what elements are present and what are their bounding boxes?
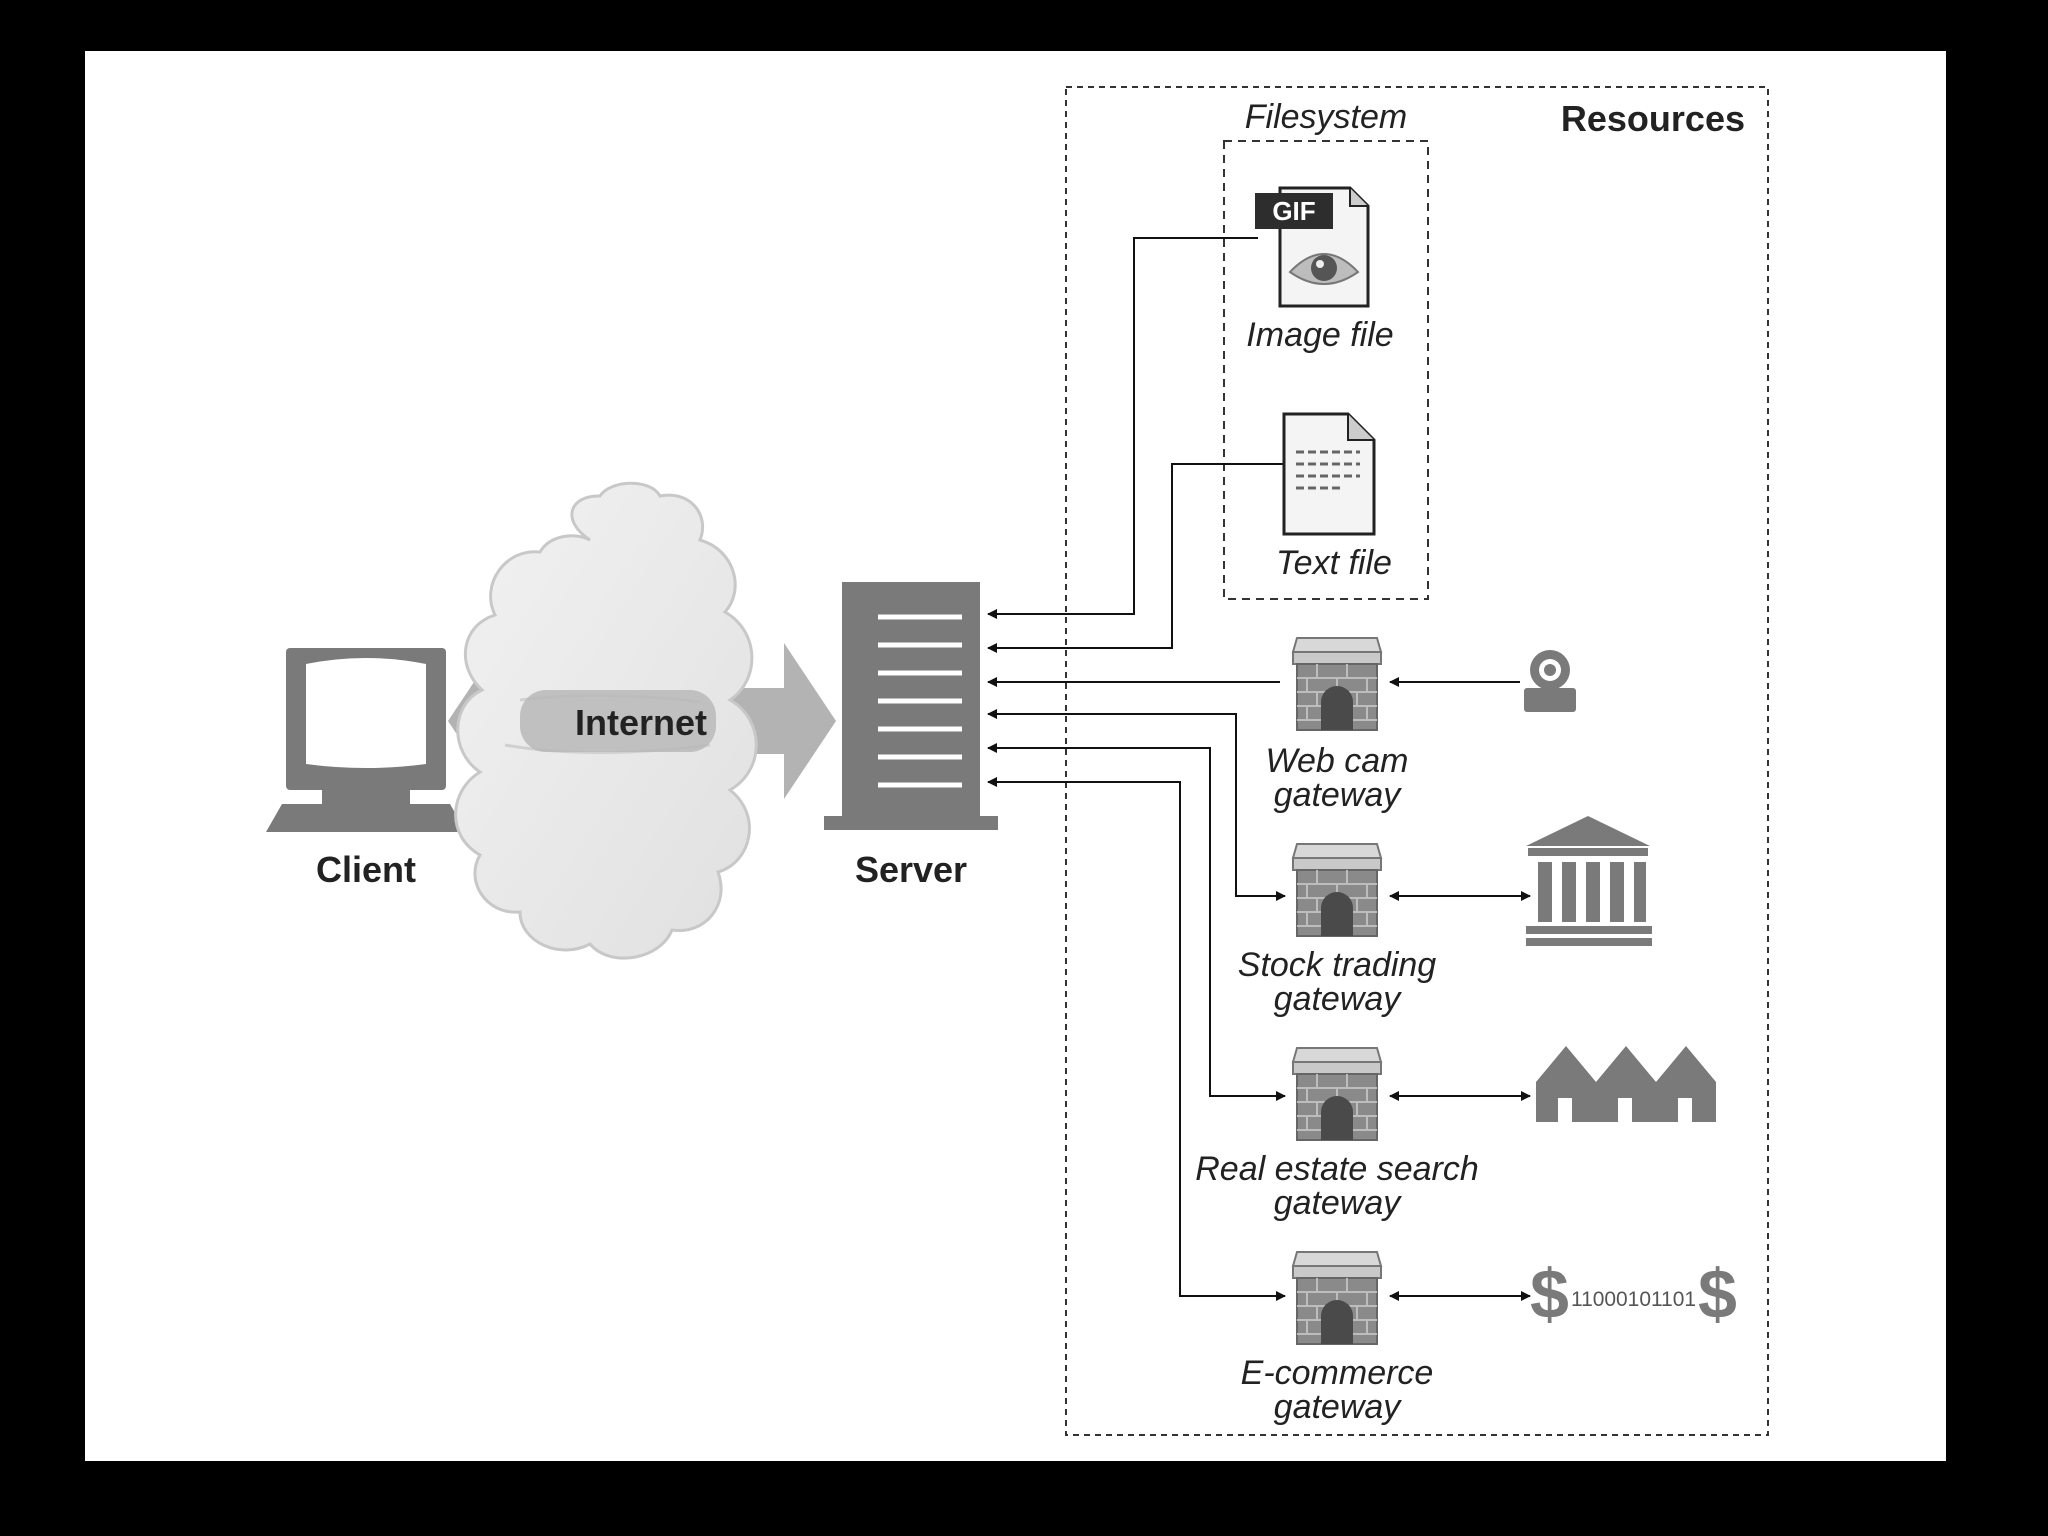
internet-label: Internet	[575, 702, 707, 743]
binary-code: 11000101101	[1571, 1288, 1696, 1311]
computer-monitor-icon	[266, 648, 466, 832]
webcam-icon	[1524, 650, 1576, 712]
dollar-binary-icon: $ 11000101101 $	[1530, 1255, 1737, 1333]
webcam-gateway-label-line1: Web cam	[1266, 742, 1409, 780]
dollar-right: $	[1698, 1255, 1737, 1333]
dollar-left: $	[1530, 1255, 1569, 1333]
connector-realestate-gateway	[987, 743, 1286, 1101]
connector-lines	[987, 237, 1531, 1301]
stock-trading-gateway-icon	[1292, 843, 1382, 937]
resources-label: Resources	[1561, 98, 1745, 139]
ecommerce-gateway-label-line2: gateway	[1274, 1388, 1403, 1426]
webcam-gateway-icon	[1292, 637, 1382, 731]
bank-building-icon	[1526, 816, 1652, 946]
connector-text-file	[987, 463, 1286, 653]
webcam-gateway-label-line2: gateway	[1274, 776, 1403, 814]
connector-stock-gateway	[987, 709, 1286, 901]
stock-gateway-label-line2: gateway	[1274, 980, 1403, 1018]
connector-ecommerce-gateway	[987, 777, 1286, 1301]
text-document-icon	[1282, 412, 1376, 536]
stock-gateway-label-line1: Stock trading	[1238, 946, 1437, 984]
gif-badge-label: GIF	[1272, 196, 1315, 226]
ecommerce-gateway-icon	[1292, 1251, 1382, 1345]
filesystem-label: Filesystem	[1245, 98, 1407, 136]
houses-icon	[1536, 1046, 1716, 1122]
server-label: Server	[855, 849, 967, 890]
client-label: Client	[316, 849, 416, 890]
connector-image-file	[987, 237, 1258, 619]
filesystem-box	[1223, 140, 1429, 600]
resources-box	[1065, 86, 1769, 1436]
image-file-label: Image file	[1246, 316, 1393, 354]
realestate-gateway-label-line2: gateway	[1274, 1184, 1403, 1222]
text-file-label: Text file	[1276, 544, 1392, 582]
realestate-gateway-label-line1: Real estate search	[1195, 1150, 1479, 1188]
gif-file-icon: GIF	[1255, 186, 1370, 308]
real-estate-gateway-icon	[1292, 1047, 1382, 1141]
server-tower-icon	[824, 582, 998, 830]
internet-label-band	[520, 690, 716, 752]
ecommerce-gateway-label-line1: E-commerce	[1241, 1354, 1434, 1392]
